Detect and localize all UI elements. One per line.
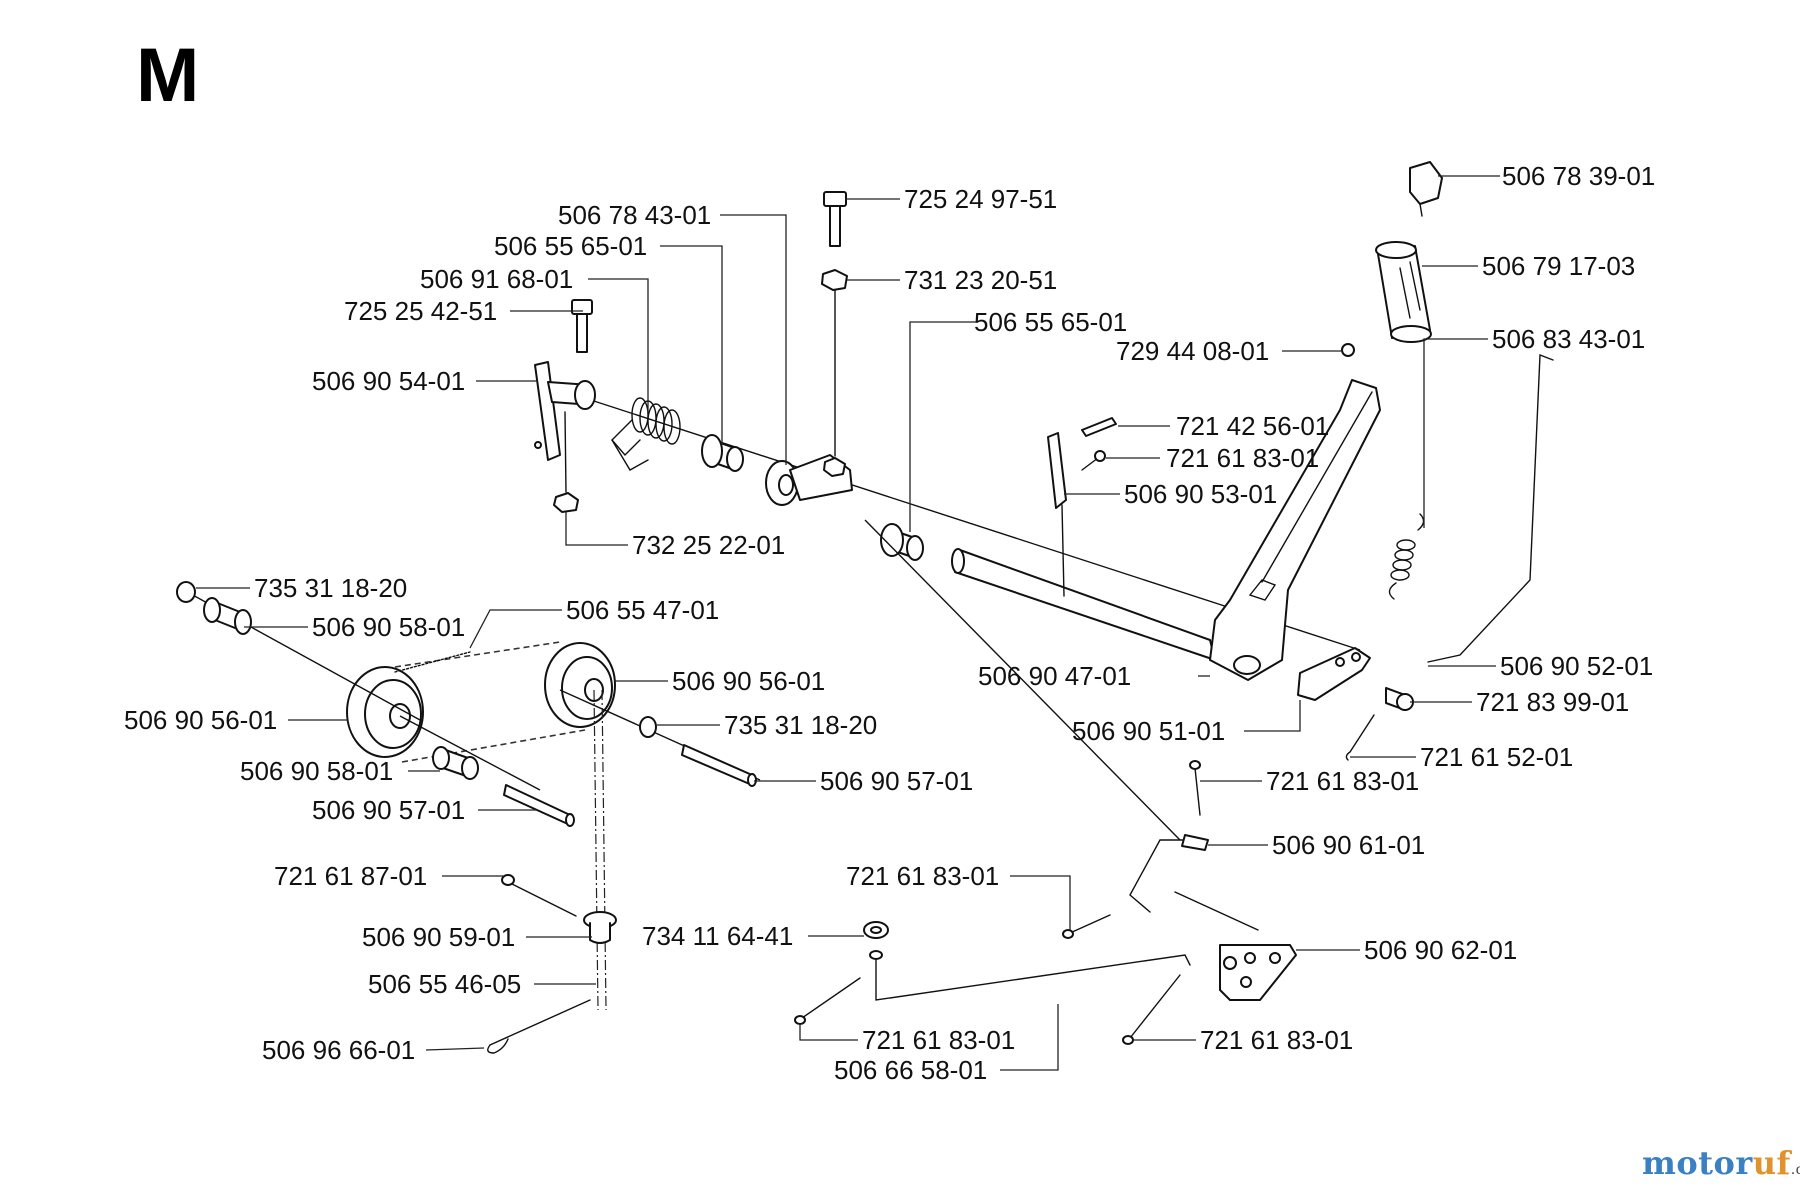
callout-label: 735 31 18-20 bbox=[254, 573, 407, 603]
callout-label: 732 25 22-01 bbox=[632, 530, 785, 560]
part-drawings bbox=[176, 161, 1554, 1054]
callout-label: 506 55 65-01 bbox=[974, 307, 1127, 337]
callout-label: 506 90 52-01 bbox=[1500, 651, 1653, 681]
callout-label: 729 44 08-01 bbox=[1116, 336, 1269, 366]
callout-label: 721 61 83-01 bbox=[862, 1025, 1015, 1055]
callout-label: 506 78 39-01 bbox=[1502, 161, 1655, 191]
callout-label: 735 31 18-20 bbox=[724, 710, 877, 740]
callout-label: 721 61 83-01 bbox=[846, 861, 999, 891]
watermark-brand-a: motor bbox=[1642, 1144, 1753, 1182]
callout-label: 506 96 66-01 bbox=[262, 1035, 415, 1065]
watermark-logo: motoruf.de bbox=[1642, 1144, 1800, 1182]
callout-label: 506 55 47-01 bbox=[566, 595, 719, 625]
pulley-left bbox=[346, 666, 424, 758]
callout-label: 506 90 62-01 bbox=[1364, 935, 1517, 965]
callout-label: 734 11 64-41 bbox=[642, 921, 793, 951]
callout-label: 506 90 59-01 bbox=[362, 922, 515, 952]
callout-label: 506 90 54-01 bbox=[312, 366, 465, 396]
callout-label: 506 55 65-01 bbox=[494, 231, 647, 261]
callout-label: 506 66 58-01 bbox=[834, 1055, 987, 1085]
callout-label: 506 91 68-01 bbox=[420, 264, 573, 294]
callout-label: 721 61 83-01 bbox=[1200, 1025, 1353, 1055]
callout-label: 731 23 20-51 bbox=[904, 265, 1057, 295]
diagram-section-letter: M bbox=[136, 33, 200, 118]
callout-label: 506 90 57-01 bbox=[820, 766, 973, 796]
callout-label: 725 24 97-51 bbox=[904, 184, 1057, 214]
callout-label: 506 90 57-01 bbox=[312, 795, 465, 825]
callout-label: 725 25 42-51 bbox=[344, 296, 497, 326]
callout-label: 506 90 58-01 bbox=[312, 612, 465, 642]
callout-label: 721 61 52-01 bbox=[1420, 742, 1573, 772]
leader-lines bbox=[196, 175, 1500, 1071]
callout-label: 506 90 61-01 bbox=[1272, 830, 1425, 860]
callout-label: 506 79 17-03 bbox=[1482, 251, 1635, 281]
callout-label: 721 83 99-01 bbox=[1476, 687, 1629, 717]
callout-label: 721 42 56-01 bbox=[1176, 411, 1329, 441]
callout-label: 506 55 46-05 bbox=[368, 969, 521, 999]
callout-label: 721 61 83-01 bbox=[1266, 766, 1419, 796]
pulley-right bbox=[544, 642, 616, 728]
watermark-brand-b: uf bbox=[1752, 1144, 1791, 1182]
callout-labels: 506 78 39-01 725 24 97-51 506 78 43-01 5… bbox=[124, 161, 1655, 1085]
callout-label: 506 90 58-01 bbox=[240, 756, 393, 786]
callout-label: 506 83 43-01 bbox=[1492, 324, 1645, 354]
callout-label: 506 90 56-01 bbox=[672, 666, 825, 696]
callout-label: 506 78 43-01 bbox=[558, 200, 711, 230]
callout-label: 506 90 53-01 bbox=[1124, 479, 1277, 509]
callout-label: 506 90 47-01 bbox=[978, 661, 1131, 691]
watermark-suffix: .de bbox=[1790, 1162, 1800, 1178]
callout-label: 721 61 87-01 bbox=[274, 861, 427, 891]
callout-label: 721 61 83-01 bbox=[1166, 443, 1319, 473]
callout-label: 506 90 56-01 bbox=[124, 705, 277, 735]
callout-label: 506 90 51-01 bbox=[1072, 716, 1225, 746]
